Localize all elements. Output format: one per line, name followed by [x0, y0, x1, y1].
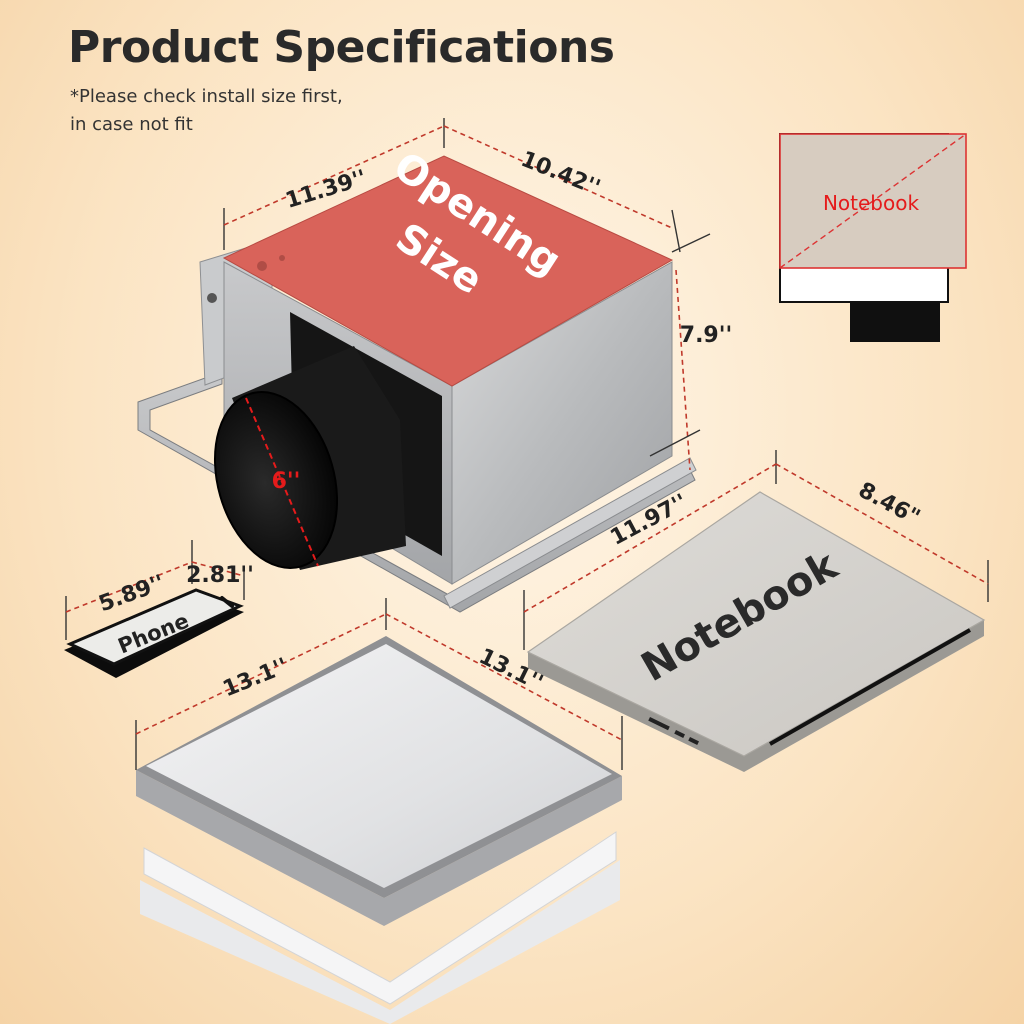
- duct-diameter-line: [245, 397, 319, 567]
- duct-diameter-dim: 6'': [272, 469, 301, 494]
- grille-width-line: [135, 613, 387, 735]
- install-note-line2: in case not fit: [70, 114, 193, 135]
- page-title: Product Specifications: [68, 22, 615, 73]
- grille: [136, 636, 622, 1024]
- housing-depth-dim: 10.42'': [517, 147, 603, 201]
- fan-housing: [137, 155, 697, 613]
- notebook: [526, 491, 986, 772]
- comparison-box-label: Notebook: [823, 191, 920, 215]
- comparison-box: [779, 133, 967, 342]
- housing-height-dim: 7.9'': [680, 323, 732, 348]
- notebook-width-dim: 8.46": [854, 478, 924, 531]
- phone: [64, 588, 244, 678]
- opening-size-face: [222, 155, 674, 387]
- phone-length-line: [65, 561, 193, 613]
- install-note-line1: *Please check install size first,: [70, 86, 343, 107]
- phone-width-dim: 2.81'': [186, 563, 254, 588]
- height-dim-line: [675, 269, 691, 471]
- notebook-width-line: [775, 463, 989, 585]
- depth-dim-line: [443, 125, 673, 229]
- width-dim-line: [223, 125, 445, 226]
- notebook-length-line: [523, 463, 777, 613]
